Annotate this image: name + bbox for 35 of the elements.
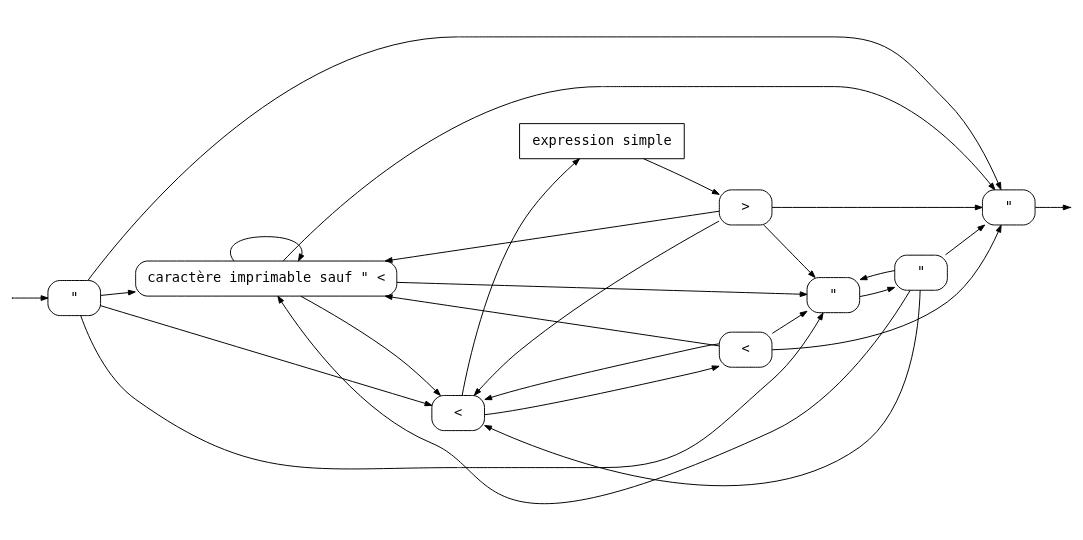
arrow	[384, 293, 720, 346]
arrow	[771, 224, 1002, 350]
arrow	[484, 289, 921, 486]
arrow	[12, 294, 49, 301]
node-box: <	[431, 394, 485, 431]
arrow	[484, 364, 720, 415]
arrow	[859, 269, 896, 280]
node-box: "	[981, 188, 1036, 225]
node-box: "	[47, 279, 102, 316]
arrow	[763, 224, 816, 278]
arrow	[384, 210, 720, 263]
arrow	[80, 311, 824, 469]
node-box: "	[894, 254, 948, 291]
arrow	[771, 310, 808, 334]
arrow	[643, 157, 720, 195]
arrow	[100, 304, 433, 406]
node-box: <	[718, 331, 773, 368]
arrow	[282, 85, 996, 261]
arrow	[461, 157, 580, 396]
arrow	[944, 224, 986, 255]
arrow	[859, 286, 896, 297]
node-box: "	[806, 276, 861, 313]
node-box: expression simple	[519, 122, 685, 159]
arrow	[100, 289, 136, 296]
node-box: >	[718, 188, 773, 225]
arrow	[484, 342, 720, 400]
arrow	[87, 35, 1002, 281]
arrow	[396, 281, 808, 297]
arrow	[771, 204, 983, 210]
arrow	[1034, 204, 1071, 210]
node-box: caractère imprimable sauf " <	[135, 260, 398, 297]
arrow	[300, 295, 441, 396]
arrow	[277, 289, 911, 504]
arrow	[229, 235, 305, 261]
arrow	[473, 220, 720, 396]
